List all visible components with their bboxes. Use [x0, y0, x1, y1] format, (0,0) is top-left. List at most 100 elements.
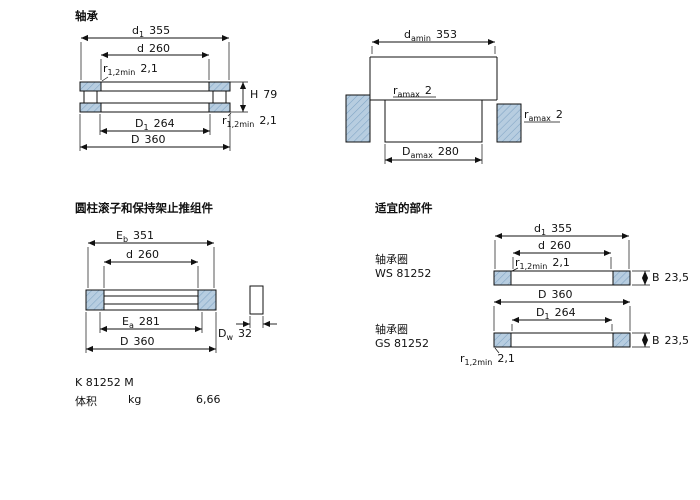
dim-value: 23,5	[664, 334, 690, 347]
dim-symbol: D	[135, 117, 144, 130]
dim-value: 264	[153, 117, 175, 130]
dim-value: 264	[554, 306, 576, 319]
dim-D: D 360	[131, 133, 165, 146]
dim-ramax-left: ramax 2	[393, 84, 432, 100]
dim-subscript: 1,2min	[464, 358, 493, 368]
designation-gs: GS 81252	[375, 337, 429, 350]
dim-gs-D1: D1 264	[536, 306, 576, 322]
dim-subscript: 1,2min	[519, 262, 548, 272]
dim-value: 351	[133, 229, 155, 242]
dim-symbol: r	[393, 84, 398, 97]
dim-value: 2	[555, 108, 563, 121]
dim-D1: D1 264	[135, 117, 175, 133]
dim-symbol: D	[120, 335, 129, 348]
assembly-cross-section	[85, 285, 264, 315]
dim-symbol: r	[222, 114, 227, 127]
section-title-assembly: 圆柱滚子和保持架止推组件	[75, 201, 213, 215]
dim-D-assembly: D 360	[120, 335, 154, 348]
dim-d: d 260	[137, 42, 170, 55]
component-label-ws: 轴承圈	[375, 253, 408, 266]
dim-symbol: r	[515, 256, 520, 269]
dim-ws-r12min: r1,2min 2,1	[515, 256, 570, 272]
dim-value: 79	[263, 88, 278, 101]
dim-symbol: E	[116, 229, 123, 242]
dim-symbol: H	[250, 88, 259, 101]
dim-value: 32	[238, 327, 253, 340]
dim-symbol: r	[103, 62, 108, 75]
dim-H: H 79	[250, 88, 277, 101]
dim-symbol: r	[524, 108, 529, 121]
dim-Damax: Damax 280	[402, 145, 459, 161]
dim-symbol: r	[460, 352, 465, 365]
dim-symbol: D	[402, 145, 411, 158]
weight-value: 6,66	[196, 393, 221, 406]
dim-subscript: 1	[143, 123, 149, 133]
dim-subscript: 1	[138, 30, 145, 40]
dim-value: 260	[148, 42, 170, 55]
dim-symbol: E	[122, 315, 129, 328]
gs-washer-cross-section	[493, 332, 631, 348]
dim-value: 260	[137, 248, 159, 261]
dim-Ea: Ea 281	[122, 315, 160, 331]
dim-d-assembly: d 260	[126, 248, 159, 261]
abutment-dimension-lines	[371, 38, 560, 164]
dim-subscript: amax	[528, 114, 551, 124]
dim-symbol: D	[131, 133, 140, 146]
dim-value: 2,1	[140, 62, 158, 75]
section-title-components: 适宜的部件	[375, 201, 433, 215]
dim-value: 355	[149, 24, 171, 37]
designation-ws: WS 81252	[375, 267, 432, 280]
dim-subscript: b	[122, 235, 129, 245]
dim-symbol: d	[534, 222, 541, 235]
dim-damin: damin 353	[404, 28, 457, 44]
dim-value: 2,1	[259, 114, 277, 127]
dim-value: 360	[551, 288, 573, 301]
dim-value: 281	[138, 315, 160, 328]
dim-subscript: 1,2min	[226, 120, 255, 130]
dim-subscript: amax	[397, 90, 420, 100]
bearing-dimension-lines	[79, 34, 248, 151]
designation-assembly: K 81252 M	[75, 376, 134, 389]
dim-value: 280	[437, 145, 459, 158]
dim-value: 360	[144, 133, 166, 146]
dim-symbol: D	[536, 306, 545, 319]
dim-value: 2,1	[552, 256, 570, 269]
bearing-cross-section	[79, 81, 231, 113]
dim-ws-B: B 23,5	[652, 271, 689, 284]
section-title-bearing: 轴承	[75, 9, 98, 23]
dim-symbol: B	[652, 334, 660, 347]
dim-symbol: D	[218, 327, 227, 340]
dim-value: 353	[435, 28, 457, 41]
dim-subscript: 1	[540, 228, 547, 238]
dim-symbol: B	[652, 271, 660, 284]
weight-label: 体积	[75, 395, 97, 408]
dim-r12min-upper: r1,2min 2,1	[103, 62, 158, 78]
dim-r12min-lower: r1,2min 2,1	[222, 114, 277, 130]
dim-subscript: 1,2min	[107, 68, 136, 78]
ws-dimension-lines	[494, 232, 650, 286]
dim-value: 2,1	[497, 352, 515, 365]
dim-value: 23,5	[664, 271, 690, 284]
abutment-cross-section	[345, 56, 522, 143]
dim-subscript: amax	[410, 151, 433, 161]
dim-value: 360	[133, 335, 155, 348]
dim-symbol: d	[126, 248, 133, 261]
dim-value: 260	[549, 239, 571, 252]
dim-symbol: d	[137, 42, 144, 55]
dim-gs-B: B 23,5	[652, 334, 689, 347]
dim-value: 2	[424, 84, 432, 97]
dim-subscript: 1	[544, 312, 550, 322]
component-label-gs: 轴承圈	[375, 323, 408, 336]
dim-symbol: d	[404, 28, 411, 41]
dim-subscript: a	[128, 321, 134, 331]
dim-Eb: Eb 351	[116, 229, 155, 245]
dim-gs-r12min: r1,2min 2,1	[460, 352, 515, 368]
dim-subscript: amin	[410, 34, 431, 44]
